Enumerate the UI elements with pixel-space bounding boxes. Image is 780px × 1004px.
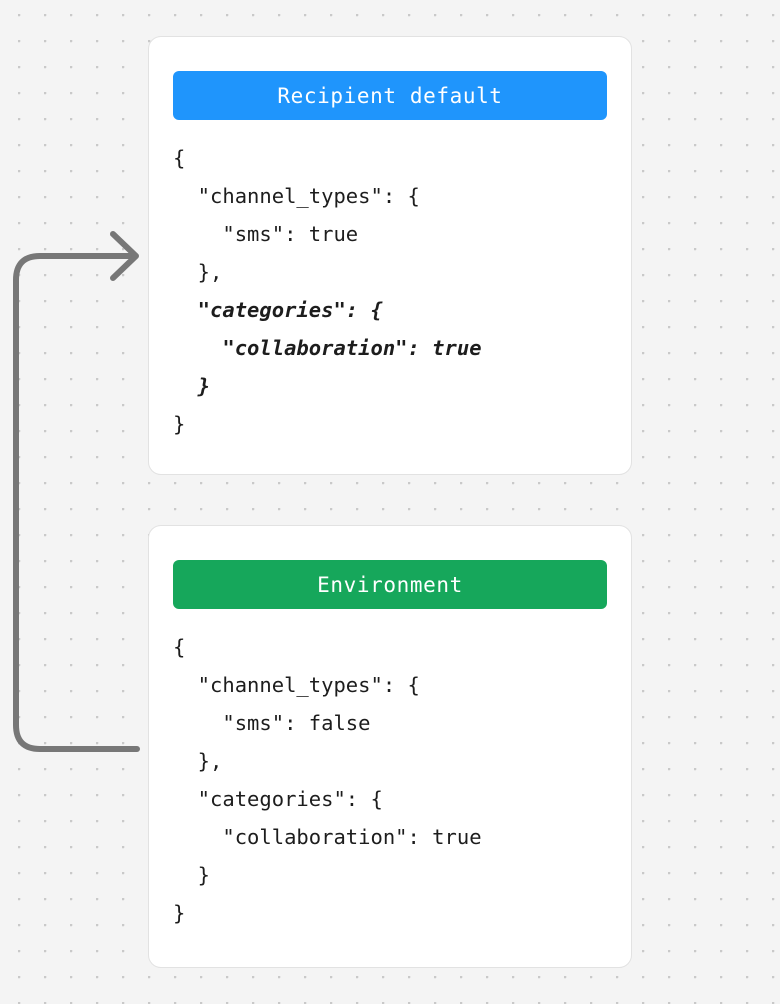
- json-line: "categories": {: [173, 298, 383, 322]
- json-line: "collaboration": true: [173, 336, 482, 360]
- json-line: {: [173, 635, 186, 659]
- card-banner-environment: Environment: [173, 560, 607, 609]
- json-body-recipient-default: { "channel_types": { "sms": true }, "cat…: [149, 139, 631, 443]
- json-line: "categories": {: [173, 787, 383, 811]
- flow-arrow-path: [13, 253, 140, 752]
- json-line: }: [173, 412, 186, 436]
- card-environment: Environment { "channel_types": { "sms": …: [148, 525, 632, 968]
- card-banner-recipient-default: Recipient default: [173, 71, 607, 120]
- json-line: },: [173, 749, 223, 773]
- json-line: }: [173, 863, 211, 887]
- json-line: }: [173, 901, 186, 925]
- json-line: "sms": true: [173, 222, 359, 246]
- card-recipient-default: Recipient default { "channel_types": { "…: [148, 36, 632, 475]
- flow-arrowhead-icon: [110, 231, 139, 281]
- json-line: "channel_types": {: [173, 673, 420, 697]
- json-line: },: [173, 260, 223, 284]
- json-line: "sms": false: [173, 711, 371, 735]
- json-line: "collaboration": true: [173, 825, 482, 849]
- json-body-environment: { "channel_types": { "sms": false }, "ca…: [149, 628, 631, 932]
- json-line: "channel_types": {: [173, 184, 420, 208]
- json-line: {: [173, 146, 186, 170]
- json-line: }: [173, 374, 211, 398]
